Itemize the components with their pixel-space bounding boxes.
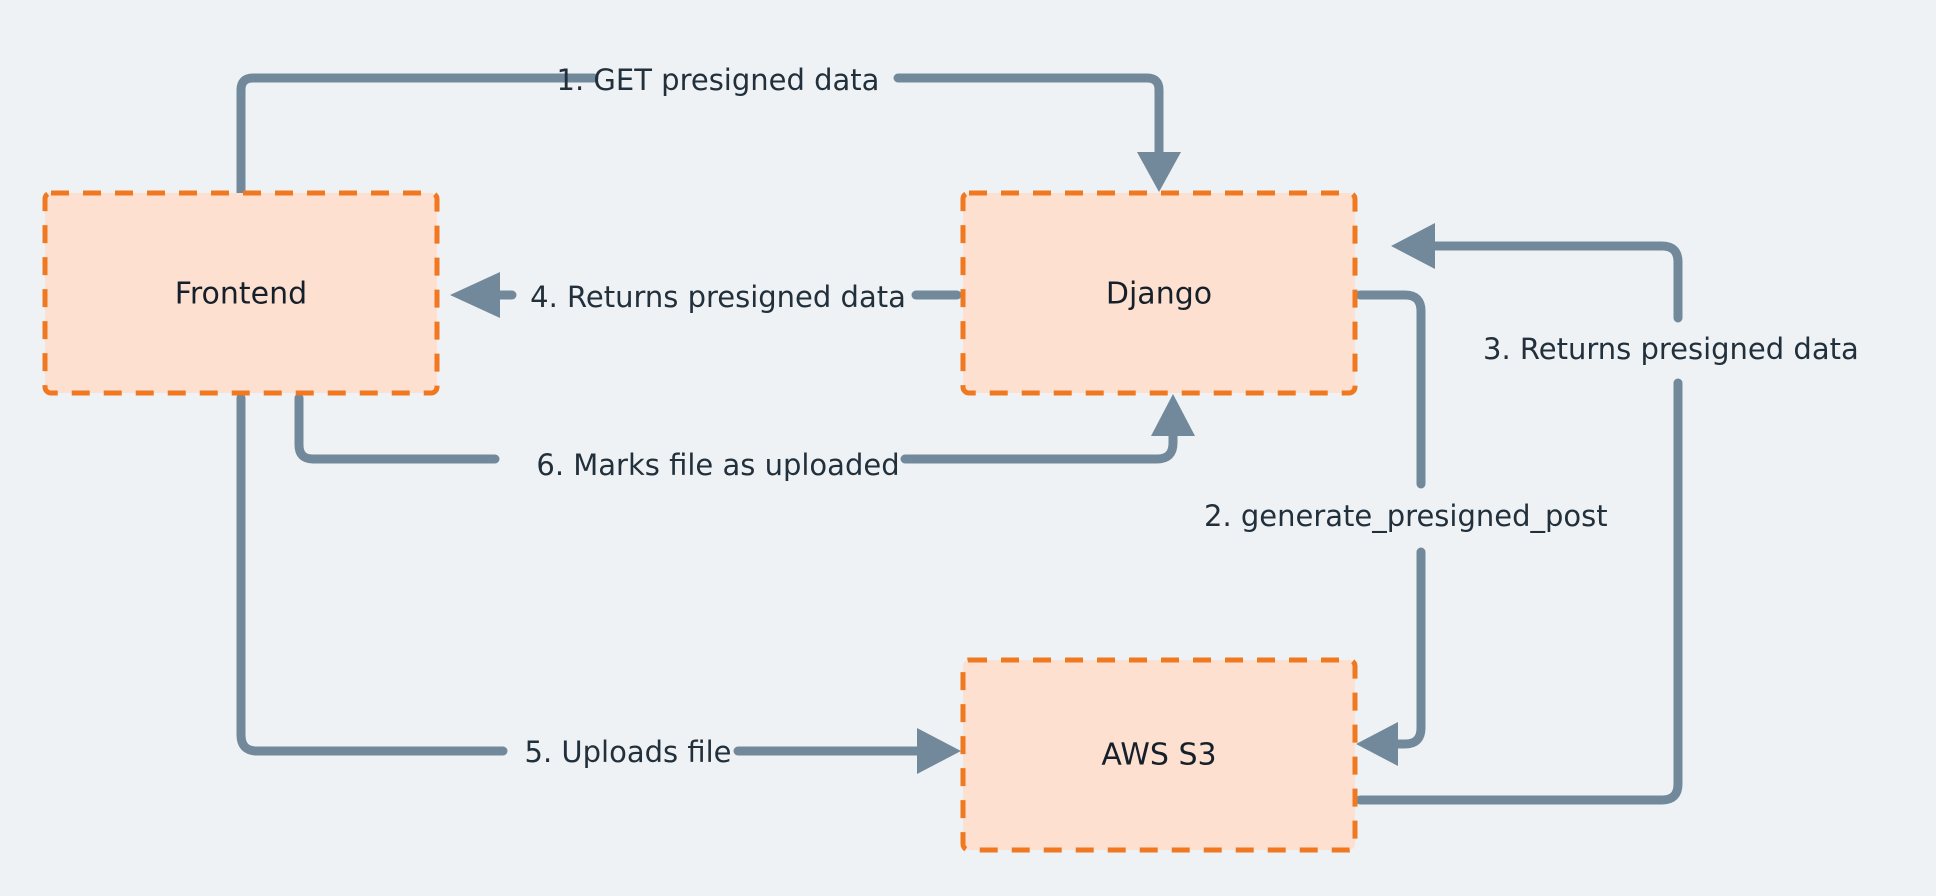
edge-3-line-bottom bbox=[1355, 378, 1683, 805]
node-aws-s3-box[interactable] bbox=[960, 657, 1358, 853]
node-frontend[interactable]: Frontend bbox=[42, 190, 440, 396]
edge-6-line-left bbox=[294, 393, 500, 464]
edge-1-label: 1. GET presigned data bbox=[557, 63, 880, 97]
edge-5-line-left bbox=[236, 393, 508, 756]
node-django-box[interactable] bbox=[960, 190, 1358, 396]
edge-1-line-left bbox=[236, 73, 599, 198]
edge-5-label: 5. Uploads file bbox=[525, 735, 732, 769]
edge-5-uploads-file: 5. Uploads file bbox=[236, 393, 961, 774]
edge-3-arrowhead bbox=[1391, 223, 1435, 269]
edge-3-returns-presigned-data: 3. Returns presigned data bbox=[1355, 223, 1859, 805]
node-django-label: Django bbox=[1106, 277, 1212, 312]
node-aws-s3-label: AWS S3 bbox=[1101, 738, 1216, 773]
node-frontend-label: Frontend bbox=[175, 277, 307, 312]
edge-2-label: 2. generate_presigned_post bbox=[1204, 499, 1608, 533]
edge-1-get-presigned-data: 1. GET presigned data bbox=[236, 63, 1181, 198]
edge-6-marks-file-as-uploaded: 6. Marks file as uploaded bbox=[294, 393, 1195, 482]
node-frontend-box[interactable] bbox=[42, 190, 440, 396]
edge-1-arrowhead bbox=[1137, 152, 1181, 192]
edge-6-label: 6. Marks file as uploaded bbox=[536, 448, 899, 482]
edge-2-line-lower bbox=[1383, 547, 1426, 749]
edge-1-line-right bbox=[893, 73, 1164, 165]
edge-2-generate-presigned-post: 2. generate_presigned_post bbox=[1204, 290, 1608, 766]
edge-3-label: 3. Returns presigned data bbox=[1483, 332, 1859, 366]
edge-6-arrowhead bbox=[1151, 394, 1195, 436]
edge-2-line-upper bbox=[1355, 290, 1426, 489]
edge-6-line-right bbox=[900, 420, 1178, 464]
edge-3-line-top bbox=[1422, 241, 1683, 323]
node-aws-s3[interactable]: AWS S3 bbox=[960, 657, 1358, 853]
edge-4-arrowhead bbox=[450, 272, 500, 318]
edge-4-returns-presigned-data: 4. Returns presigned data bbox=[450, 272, 962, 318]
edge-4-label: 4. Returns presigned data bbox=[530, 280, 906, 314]
edge-5-arrowhead bbox=[917, 728, 961, 774]
edge-2-arrowhead bbox=[1356, 722, 1398, 766]
node-django[interactable]: Django bbox=[960, 190, 1358, 396]
